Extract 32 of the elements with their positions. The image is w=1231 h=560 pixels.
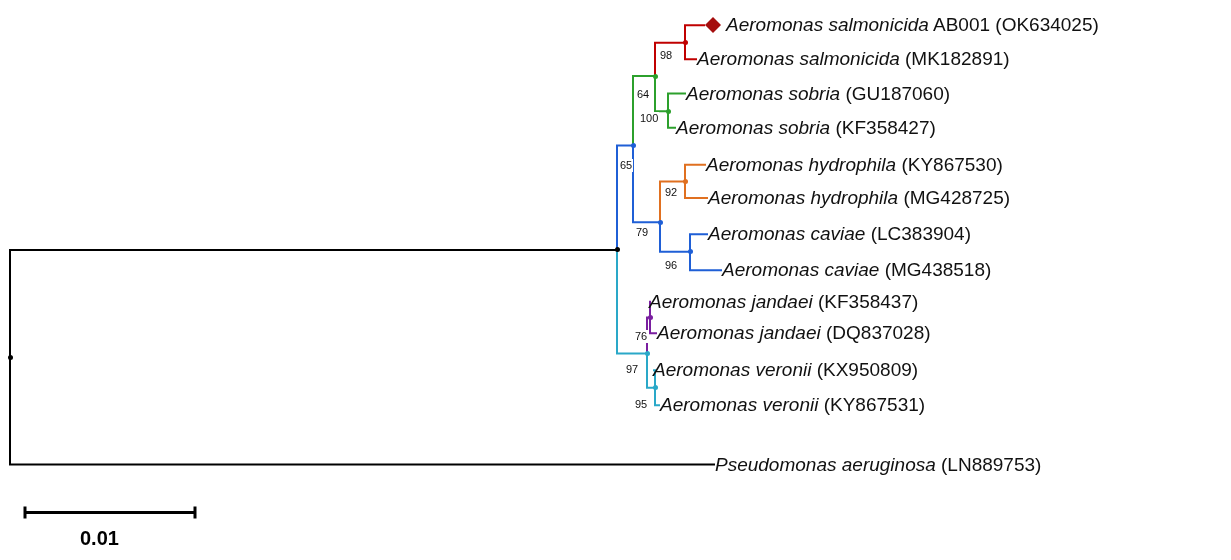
bootstrap-value: 65 — [619, 158, 634, 172]
scale-label: 0.01 — [80, 526, 119, 550]
branch-node — [657, 219, 663, 225]
taxon-label: Aeromonas hydrophila (KY867530) — [706, 153, 1003, 176]
taxon-label: Aeromonas veronii (KY867531) — [660, 394, 926, 417]
branch-node — [647, 314, 653, 320]
branch-node — [644, 351, 650, 356]
branch-node — [630, 142, 636, 148]
branch-node — [665, 108, 671, 114]
taxon-label: Aeromonas hydrophila (MG428725) — [708, 187, 1011, 210]
taxon-label: Aeromonas salmonicida AB001 (OK634025) — [726, 14, 1099, 36]
bootstrap-value: 64 — [636, 87, 651, 101]
taxon-label: Aeromonas jandaei (KF358437) — [649, 290, 919, 313]
taxon-label: Aeromonas veronii (KX950809) — [653, 359, 919, 382]
branch-node — [682, 40, 688, 46]
tree-branch — [654, 41, 686, 77]
taxon-label: Aeromonas caviae (MG438518) — [722, 259, 992, 282]
taxon-label: Aeromonas caviae (LC383904) — [708, 223, 971, 246]
taxon-label: Aeromonas sobria (GU187060) — [686, 82, 951, 105]
bootstrap-value: 96 — [664, 258, 679, 272]
branch-node — [687, 249, 693, 255]
taxon-label: Aeromonas salmonicida (MK182891) — [697, 48, 1010, 71]
bootstrap-value: 98 — [659, 48, 674, 62]
taxon-label: Pseudomonas aeruginosa (LN889753) — [715, 453, 1042, 476]
bootstrap-value: 76 — [634, 329, 649, 343]
branch-node — [614, 247, 620, 253]
branch-node — [652, 385, 658, 391]
branch-node — [7, 354, 13, 360]
taxon-label: Aeromonas jandaei (DQ837028) — [657, 322, 931, 345]
branch-node — [682, 178, 688, 184]
taxon-label: Aeromonas sobria (KF358427) — [676, 116, 936, 139]
branch-node — [652, 73, 658, 79]
